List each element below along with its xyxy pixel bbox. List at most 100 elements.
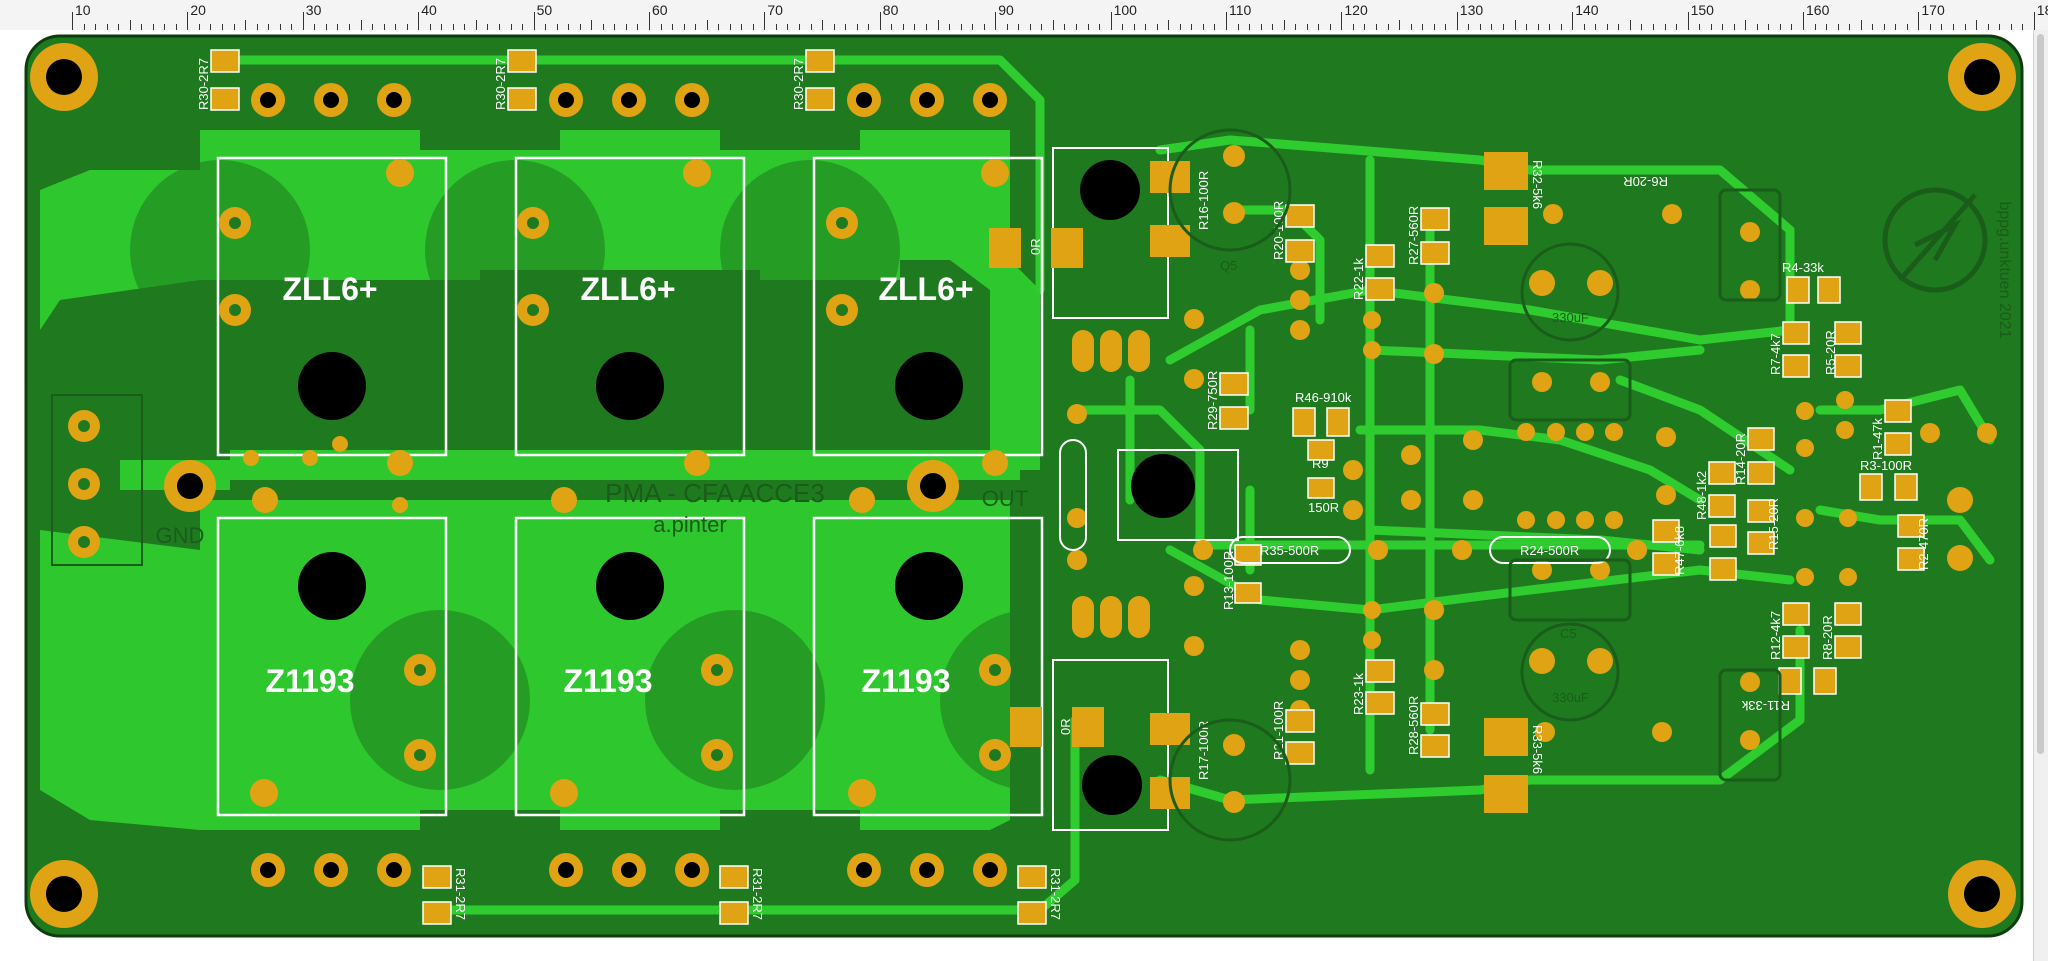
ruler-label: 110 [1229, 2, 1252, 18]
label-r17: R17-100R [1196, 721, 1211, 780]
ruler-minor-tick [1295, 24, 1297, 30]
label-r31-a: R31-2R7 [453, 868, 468, 920]
ruler-minor-tick [602, 24, 604, 30]
ruler-minor-tick [522, 24, 524, 30]
ruler-minor-tick [625, 24, 627, 30]
ruler-major-tick [187, 12, 189, 30]
label-r31-b: R31-2R7 [750, 868, 765, 920]
ruler-major-tick [1572, 12, 1574, 30]
ruler-label: 180 [2036, 2, 2048, 18]
ruler-minor-tick [1468, 24, 1470, 30]
ruler-minor-tick [83, 24, 85, 30]
ruler-minor-tick [1168, 20, 1170, 30]
ruler-minor-tick [1214, 24, 1216, 30]
ruler-minor-tick [1041, 24, 1043, 30]
label-c5: C5 [1560, 626, 1577, 641]
ruler-minor-tick [579, 24, 581, 30]
ruler-minor-tick [1502, 24, 1504, 30]
ruler-minor-tick [1099, 24, 1101, 30]
ruler-minor-tick [1249, 24, 1251, 30]
ruler-label: 120 [1344, 2, 1368, 18]
ruler-minor-tick [1410, 24, 1412, 30]
ruler-label: 20 [190, 2, 206, 18]
label-0r-b: 0R [1058, 718, 1073, 735]
ruler-label: 50 [536, 2, 553, 18]
ruler-minor-tick [1895, 24, 1897, 30]
ruler-minor-tick [233, 24, 235, 30]
ruler-label: 140 [1575, 2, 1599, 18]
label-r31-c: R31-2R7 [1048, 868, 1063, 920]
ruler-minor-tick [1537, 24, 1539, 30]
ruler-minor-tick [637, 24, 639, 30]
ruler-minor-tick [383, 24, 385, 30]
transistor-label-4: Z1193 [266, 663, 355, 699]
ruler-minor-tick [1191, 24, 1193, 30]
scrollbar-thumb[interactable] [2037, 34, 2044, 754]
ruler-minor-tick [1087, 24, 1089, 30]
label-r30-b: R30-2R7 [493, 58, 508, 110]
label-c6: 330uF [1552, 310, 1589, 325]
ruler-minor-tick [1260, 24, 1262, 30]
ruler-minor-tick [348, 24, 350, 30]
ruler-minor-tick [164, 24, 166, 30]
label-r9val: 150R [1308, 500, 1339, 515]
ruler-minor-tick [902, 24, 904, 30]
out-label: OUT [982, 486, 1028, 511]
ruler-major-tick [879, 12, 881, 30]
board-title: PMA - CFA ACCE3 [605, 478, 825, 508]
ruler-major-tick [1110, 12, 1112, 30]
vertical-scrollbar[interactable] [2033, 30, 2048, 961]
ruler-minor-tick [279, 24, 281, 30]
ruler-minor-tick [1664, 24, 1666, 30]
label-r2: R2-470R [1916, 518, 1931, 570]
ruler-minor-tick [1768, 24, 1770, 30]
pcb-canvas[interactable]: ZLL6+ ZLL6+ ZLL6+ Z1193 Z1193 Z1193 [0, 30, 2048, 961]
ruler-minor-tick [1549, 24, 1551, 30]
ruler-minor-tick [672, 24, 674, 30]
ruler-label: 40 [421, 2, 437, 18]
label-r15: R15-20R [1766, 498, 1781, 550]
ruler-minor-tick [1283, 20, 1285, 30]
ruler-minor-tick [1722, 24, 1724, 30]
label-r24: R24-500R [1520, 543, 1579, 558]
ruler-minor-tick [498, 24, 500, 30]
board-subtitle: a.pinter [653, 512, 726, 537]
ruler-label: 70 [767, 2, 783, 18]
ruler-minor-tick [1641, 24, 1643, 30]
ruler-minor-tick [1145, 24, 1147, 30]
ruler-minor-tick [1964, 24, 1966, 30]
ruler-minor-tick [1629, 20, 1631, 30]
transistor-label-2: ZLL6+ [580, 271, 675, 307]
ruler-minor-tick [314, 24, 316, 30]
ruler-minor-tick [1399, 20, 1401, 30]
ruler-major-tick [418, 12, 420, 30]
ruler-minor-tick [1791, 24, 1793, 30]
ruler-label: 90 [998, 2, 1014, 18]
ruler-minor-tick [395, 24, 397, 30]
ruler-minor-tick [1953, 24, 1955, 30]
ruler-minor-tick [1029, 24, 1031, 30]
ruler-minor-tick [1318, 24, 1320, 30]
ruler-minor-tick [429, 24, 431, 30]
ruler-minor-tick [1387, 24, 1389, 30]
label-r32: R32-5k6 [1530, 160, 1545, 209]
ruler-minor-tick [1479, 24, 1481, 30]
ruler-minor-tick [845, 24, 847, 30]
logo-icon [1882, 187, 1988, 293]
ruler-minor-tick [556, 24, 558, 30]
ruler-minor-tick [1860, 20, 1862, 30]
ruler-minor-tick [152, 24, 154, 30]
ruler-minor-tick [464, 24, 466, 30]
ruler-minor-tick [1064, 24, 1066, 30]
ruler-label: 100 [1113, 2, 1137, 18]
gnd-label: GND [156, 523, 205, 548]
label-r9: R9 [1312, 456, 1329, 471]
ruler-minor-tick [925, 24, 927, 30]
ruler-minor-tick [614, 24, 616, 30]
ruler-minor-tick [1352, 24, 1354, 30]
ruler-minor-tick [949, 24, 951, 30]
ruler-minor-tick [1560, 24, 1562, 30]
label-r3: R3-100R [1860, 458, 1912, 473]
ruler-minor-tick [406, 24, 408, 30]
